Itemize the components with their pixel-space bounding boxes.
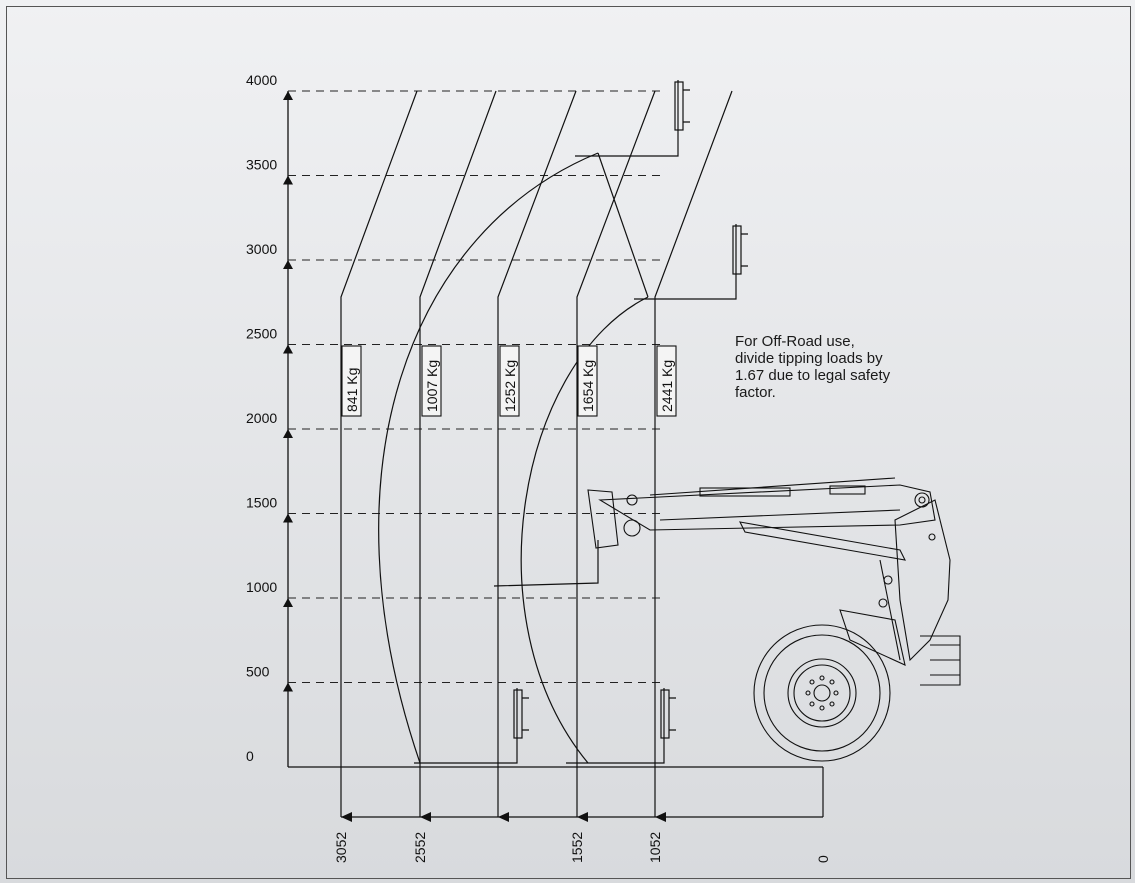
reach-tick-0: 0 bbox=[815, 855, 831, 863]
height-arrowhead-3500 bbox=[283, 175, 293, 185]
boom-arc-inner bbox=[520, 296, 649, 764]
chassis bbox=[894, 499, 951, 662]
reach-tick-3052: 3052 bbox=[333, 832, 349, 863]
height-arrowhead-3000 bbox=[283, 260, 293, 269]
reach-arrowhead-3 bbox=[577, 812, 588, 822]
boom-arcs bbox=[378, 152, 649, 764]
height-arrowhead-2000 bbox=[283, 429, 293, 438]
zone-boundary-1252 bbox=[497, 90, 577, 817]
note-line-2: divide tipping loads by bbox=[735, 350, 883, 367]
zone-boundary-1654 bbox=[576, 90, 656, 817]
reach-axis bbox=[341, 767, 824, 818]
fork-middle bbox=[634, 224, 748, 300]
note-line-1: For Off-Road use, bbox=[735, 333, 855, 350]
fork-low-left bbox=[414, 688, 529, 764]
note-line-3: 1.67 due to legal safety bbox=[735, 367, 891, 384]
height-tick-3500: 3500 bbox=[246, 157, 277, 173]
height-arrowhead-1500 bbox=[283, 513, 293, 523]
height-tick-1500: 1500 bbox=[246, 495, 277, 511]
wheel bbox=[753, 624, 891, 762]
height-arrowhead-1000 bbox=[283, 598, 293, 607]
height-arrowhead-2500 bbox=[283, 344, 293, 354]
boom-link-line bbox=[597, 152, 649, 298]
height-tick-1000: 1000 bbox=[246, 579, 277, 595]
svg-text:1007 Kg: 1007 Kg bbox=[424, 360, 440, 412]
note-line-4: factor. bbox=[735, 384, 776, 401]
height-arrowhead-4000 bbox=[283, 91, 293, 100]
load-zone-labels: 841 Kg 1007 Kg 1252 Kg 1654 Kg 2441 Kg bbox=[341, 345, 677, 417]
boom-arc-outer bbox=[378, 152, 599, 764]
height-tick-500: 500 bbox=[246, 664, 270, 680]
reach-arrowhead-2 bbox=[498, 812, 509, 822]
height-axis-arrows bbox=[283, 91, 293, 692]
svg-text:1252 Kg: 1252 Kg bbox=[502, 360, 518, 412]
height-tick-3000: 3000 bbox=[246, 241, 277, 257]
reach-tick-labels: 3052 2552 1552 1052 0 bbox=[333, 832, 831, 863]
reach-axis-arrows bbox=[341, 812, 666, 822]
reach-arrowhead-4 bbox=[655, 812, 666, 822]
load-zone-label-3: 1654 Kg bbox=[577, 345, 598, 417]
fork-low-right bbox=[566, 688, 676, 764]
load-zone-label-4: 2441 Kg bbox=[656, 345, 677, 417]
height-tick-2000: 2000 bbox=[246, 410, 277, 426]
reach-tick-1052: 1052 bbox=[647, 832, 663, 863]
zone-boundary-2441 bbox=[654, 90, 733, 817]
load-zone-boundaries bbox=[340, 90, 733, 817]
height-tick-2500: 2500 bbox=[246, 326, 277, 342]
height-tick-labels: 0 500 1000 1500 2000 2500 3000 3500 4000 bbox=[246, 72, 277, 764]
svg-text:841 Kg: 841 Kg bbox=[344, 368, 360, 412]
reach-arrowhead-1 bbox=[420, 812, 431, 822]
carriage bbox=[587, 489, 619, 549]
load-zone-label-2: 1252 Kg bbox=[499, 345, 520, 417]
reach-tick-2552: 2552 bbox=[412, 832, 428, 863]
off-road-note: For Off-Road use, divide tipping loads b… bbox=[735, 333, 935, 401]
zone-boundary-841 bbox=[340, 90, 418, 817]
lift-cylinder bbox=[739, 521, 906, 561]
svg-text:2441 Kg: 2441 Kg bbox=[659, 360, 675, 412]
fork-extended bbox=[493, 540, 599, 587]
load-zone-label-0: 841 Kg bbox=[341, 345, 362, 417]
load-zone-label-1: 1007 Kg bbox=[421, 345, 442, 417]
height-tick-0: 0 bbox=[246, 748, 254, 764]
fork-top bbox=[575, 80, 690, 157]
height-arrowhead-500 bbox=[283, 682, 293, 692]
height-gridlines bbox=[288, 90, 660, 683]
zone-boundary-1007 bbox=[419, 90, 497, 817]
reach-arrowhead-0 bbox=[341, 812, 352, 822]
telehandler-machine bbox=[587, 477, 961, 762]
svg-text:1654 Kg: 1654 Kg bbox=[580, 360, 596, 412]
boom-arm bbox=[598, 484, 936, 531]
fork-symbols bbox=[414, 80, 748, 764]
reach-tick-1552: 1552 bbox=[569, 832, 585, 863]
height-tick-4000: 4000 bbox=[246, 72, 277, 88]
diagram-frame bbox=[6, 6, 1131, 879]
